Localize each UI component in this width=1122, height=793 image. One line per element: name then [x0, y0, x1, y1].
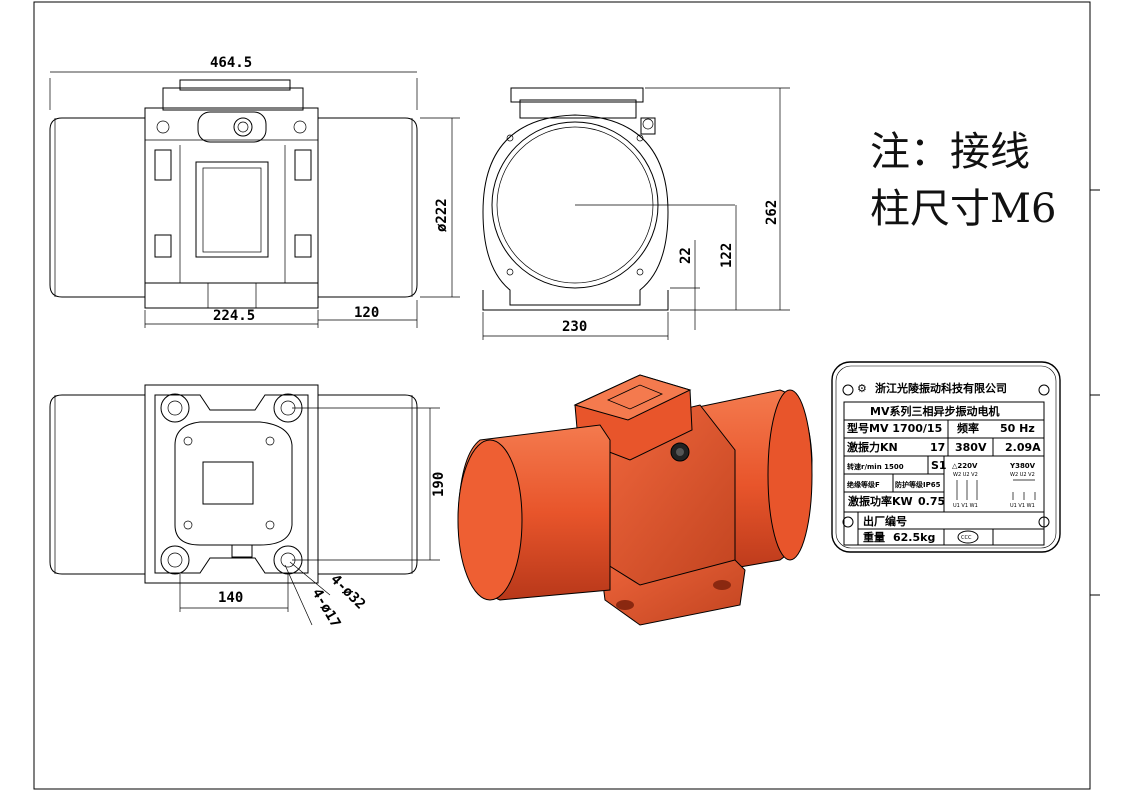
- nameplate-current: 2.09A: [1005, 441, 1041, 454]
- note-line-2: 柱尺寸M6: [870, 186, 1056, 232]
- dim-foot-span: 224.5: [213, 308, 255, 324]
- nameplate-company: 浙江光陵振动科技有限公司: [875, 381, 1007, 395]
- nameplate-star: Y380V: [1009, 462, 1036, 470]
- top-view: [49, 384, 440, 584]
- motor-3d-render: [457, 374, 813, 626]
- nameplate-terminal-top-delta: W2 U2 V2: [953, 472, 978, 478]
- nameplate-serial-label: 出厂编号: [863, 514, 907, 528]
- nameplate-terminal-bottom-delta: U1 V1 W1: [953, 503, 978, 509]
- dim-shaft-offset: 120: [354, 305, 379, 321]
- nameplate-freq-value: 50 Hz: [1000, 422, 1035, 435]
- nameplate-delta: △220V: [952, 462, 978, 470]
- nameplate-voltage: 380V: [955, 441, 987, 454]
- nameplate-power-label: 激振功率KW: [848, 494, 913, 508]
- nameplate-model: 型号MV 1700/15: [847, 421, 942, 435]
- dim-base-width: 230: [562, 319, 587, 335]
- front-view: [49, 79, 418, 309]
- dim-overall-length: 464.5: [210, 55, 252, 71]
- nameplate-terminal-bottom-star: U1 V1 W1: [1010, 503, 1035, 509]
- dim-center-height: 122: [719, 243, 735, 268]
- dim-mount-width: 190: [431, 472, 447, 497]
- nameplate-speed: 转速r/min 1500: [847, 462, 904, 471]
- dim-base-thickness: 22: [678, 247, 694, 264]
- front-view-dimensions: 464.5 ø222 224.5 120: [49, 55, 460, 328]
- nameplate-freq-label: 频率: [957, 421, 979, 435]
- nameplate-power-value: 0.75: [918, 495, 945, 508]
- nameplate-duty: S1: [931, 459, 947, 472]
- nameplate-logo-icon: ⚙: [857, 382, 867, 395]
- nameplate-protection: 防护等级IP65: [895, 480, 941, 489]
- note-line-1: 注：接线: [870, 129, 1030, 175]
- nameplate-weight-label: 重量: [863, 530, 885, 544]
- dim-height-total: 262: [764, 200, 780, 225]
- side-view-dimensions: 230 262 122 22: [482, 87, 790, 340]
- nameplate-force-value: 17: [930, 441, 945, 454]
- side-view: [482, 87, 735, 311]
- dim-body-diameter: ø222: [434, 198, 450, 232]
- nameplate-series: MV系列三相异步振动电机: [870, 404, 999, 418]
- top-view-dimensions: 190 140 4-ø32 4-ø17: [179, 408, 447, 631]
- nameplate-weight-value: 62.5kg: [893, 531, 935, 544]
- nameplate: ⚙ 浙江光陵振动科技有限公司 MV系列三相异步振动电机 型号MV 1700/15…: [831, 361, 1061, 553]
- dim-mount-length: 140: [218, 590, 243, 606]
- nameplate-ccc-mark: CCC: [961, 535, 972, 541]
- nameplate-insulation: 绝缘等级F: [847, 480, 880, 489]
- nameplate-force-label: 激振力KN: [847, 440, 898, 454]
- nameplate-terminal-top-star: W2 U2 V2: [1010, 472, 1035, 478]
